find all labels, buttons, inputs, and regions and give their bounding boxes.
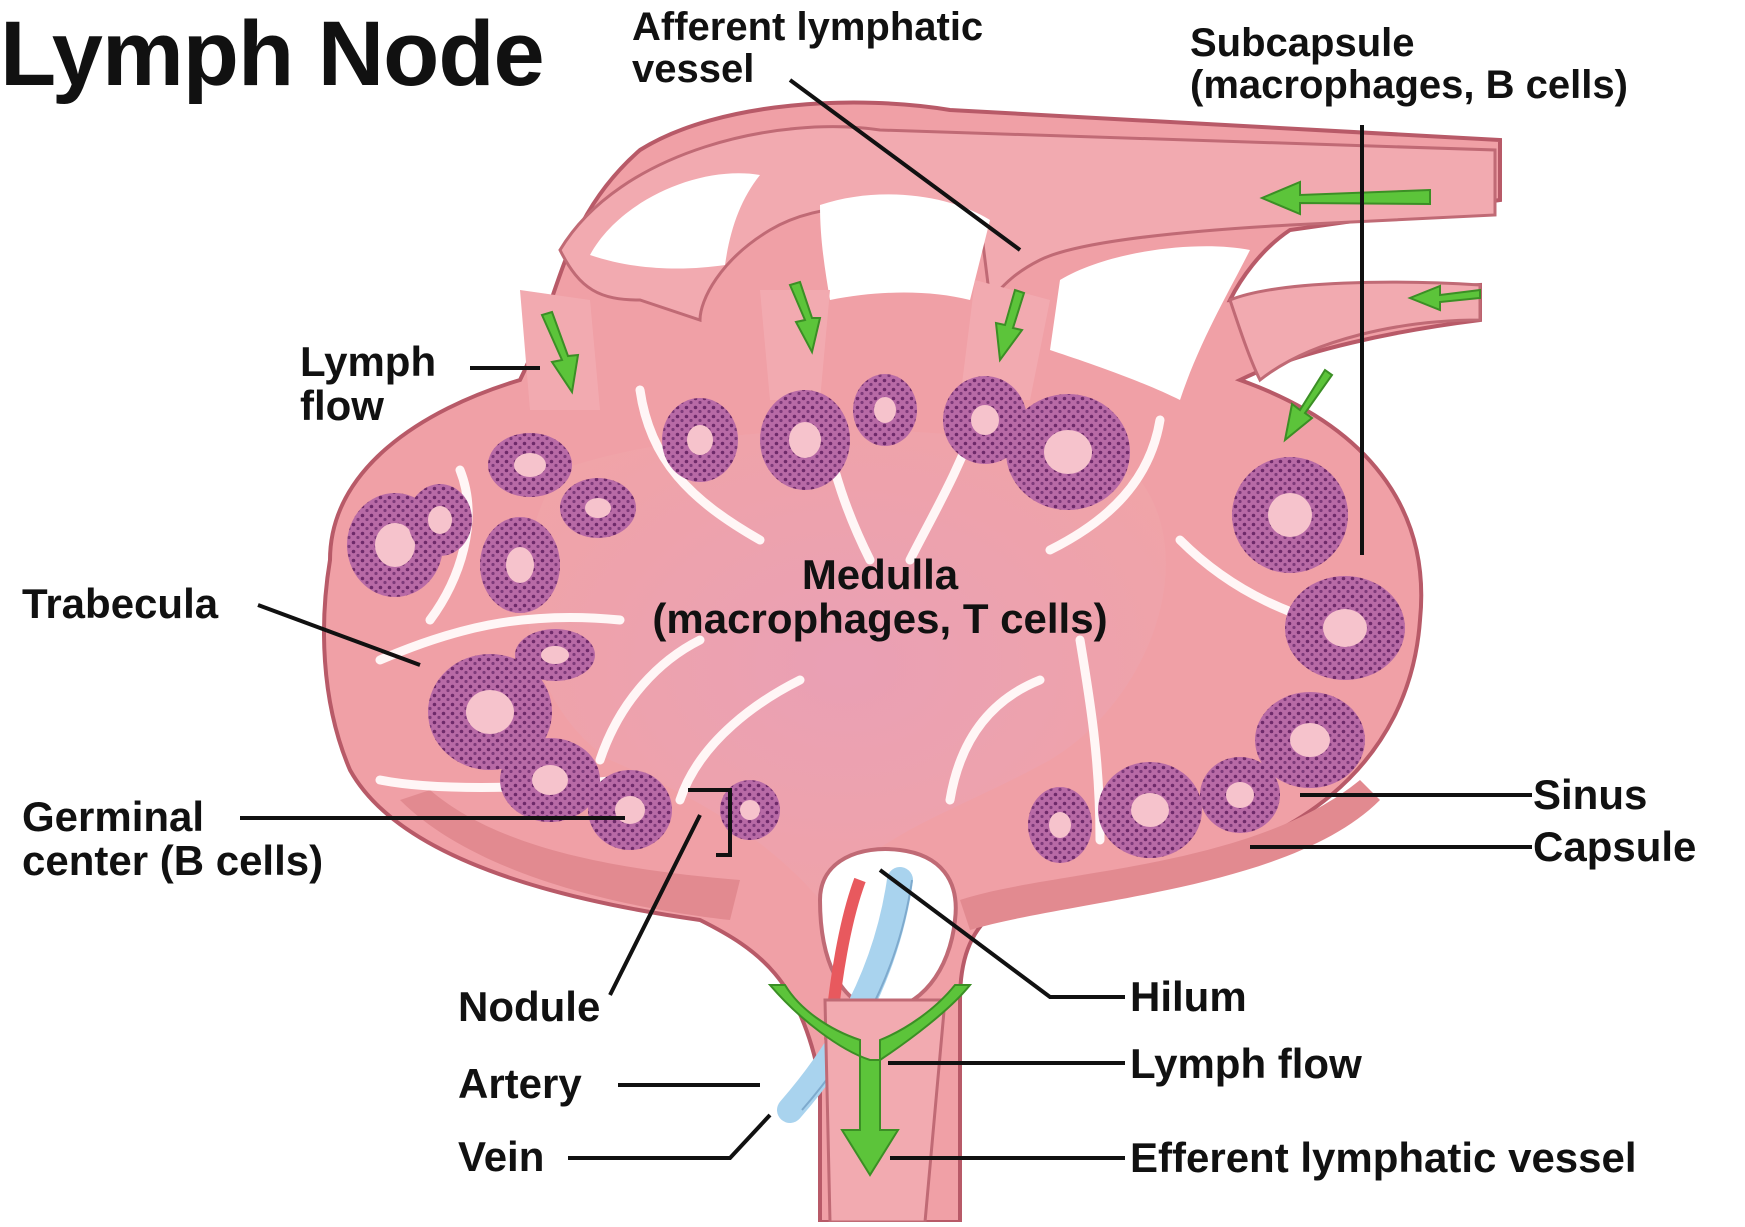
nodule xyxy=(662,398,738,482)
label-hilum: Hilum xyxy=(1130,975,1247,1019)
label-trabecula: Trabecula xyxy=(22,582,218,626)
leader-vein xyxy=(568,1115,770,1158)
nodule xyxy=(1232,457,1348,573)
nodule xyxy=(760,390,850,490)
nodule xyxy=(408,484,472,556)
label-artery: Artery xyxy=(458,1062,582,1106)
nodule xyxy=(1028,787,1092,863)
nodule xyxy=(1006,394,1130,510)
nodule xyxy=(560,478,636,538)
label-capsule: Capsule xyxy=(1533,825,1696,869)
nodule xyxy=(588,770,672,850)
label-vein: Vein xyxy=(458,1135,544,1179)
label-nodule: Nodule xyxy=(458,985,600,1029)
label-efferent-lymphatic-vessel: Efferent lymphatic vessel xyxy=(1130,1136,1637,1180)
label-germinal-center: Germinal center (B cells) xyxy=(22,795,323,883)
label-medulla: Medulla (macrophages, T cells) xyxy=(600,553,1160,641)
branch-stem-mid xyxy=(760,290,830,400)
label-subcapsule: Subcapsule (macrophages, B cells) xyxy=(1190,22,1628,106)
page-title: Lymph Node xyxy=(0,8,544,100)
label-lymph-flow-top: Lymph flow xyxy=(300,340,436,428)
nodule xyxy=(500,738,600,822)
label-afferent-lymphatic-vessel: Afferent lymphatic vessel xyxy=(632,6,983,90)
nodule xyxy=(853,374,917,446)
nodule xyxy=(1285,576,1405,680)
nodule xyxy=(488,433,572,497)
nodule xyxy=(1098,762,1202,858)
label-sinus: Sinus xyxy=(1533,773,1647,817)
nodule xyxy=(480,517,560,613)
nodule xyxy=(515,629,595,681)
nodule xyxy=(1200,757,1280,833)
label-lymph-flow-bottom: Lymph flow xyxy=(1130,1042,1362,1086)
